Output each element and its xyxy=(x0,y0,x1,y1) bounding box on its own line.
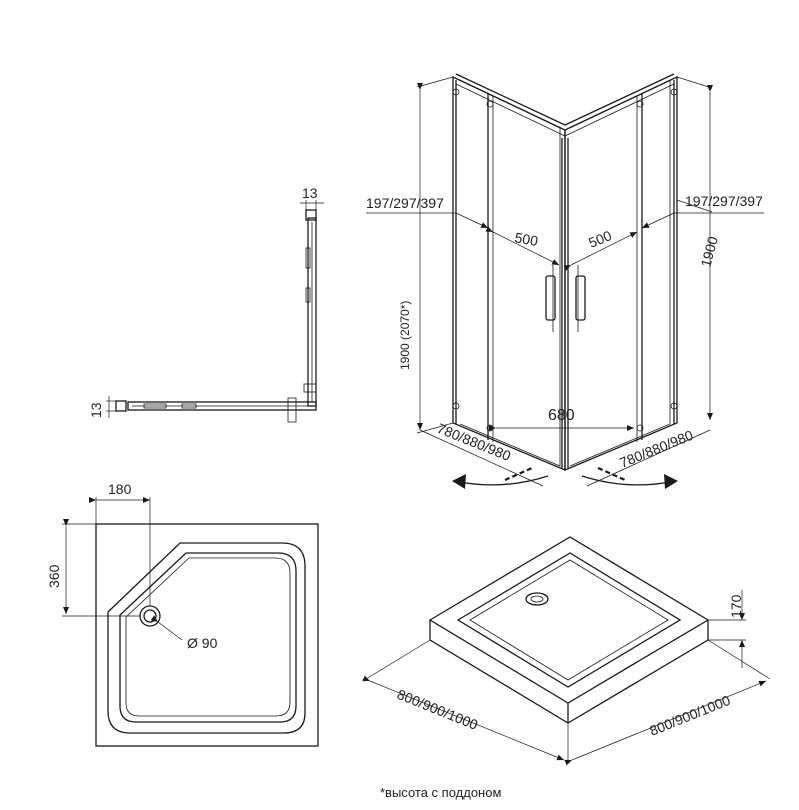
drain-offset-y: 360 xyxy=(46,564,62,588)
shower-enclosure xyxy=(366,73,764,489)
tray-side-left: 800/900/1000 xyxy=(395,686,481,733)
drain-diameter: Ø 90 xyxy=(187,635,218,651)
dim-13-top: 13 xyxy=(302,185,318,201)
dim-13-side: 13 xyxy=(88,402,104,418)
door-width-right: 500 xyxy=(586,227,614,251)
door-width-left: 500 xyxy=(513,229,539,249)
side-right: 780/880/980 xyxy=(617,427,695,471)
height-right: 1900 xyxy=(697,234,721,268)
entrance-width: 680 xyxy=(548,407,575,424)
profile-top-view xyxy=(106,200,324,423)
height-left: 1900 (2070*) xyxy=(398,301,412,370)
offset-right: 197/297/397 xyxy=(685,193,763,209)
drain-offset-x: 180 xyxy=(108,481,132,497)
tray-isometric xyxy=(362,536,771,766)
tray-top-view xyxy=(62,497,319,747)
tray-side-right: 800/900/1000 xyxy=(647,692,733,739)
tray-height: 170 xyxy=(728,594,744,618)
footnote: *высота с поддоном xyxy=(380,785,501,800)
offset-left: 197/297/397 xyxy=(366,195,444,211)
